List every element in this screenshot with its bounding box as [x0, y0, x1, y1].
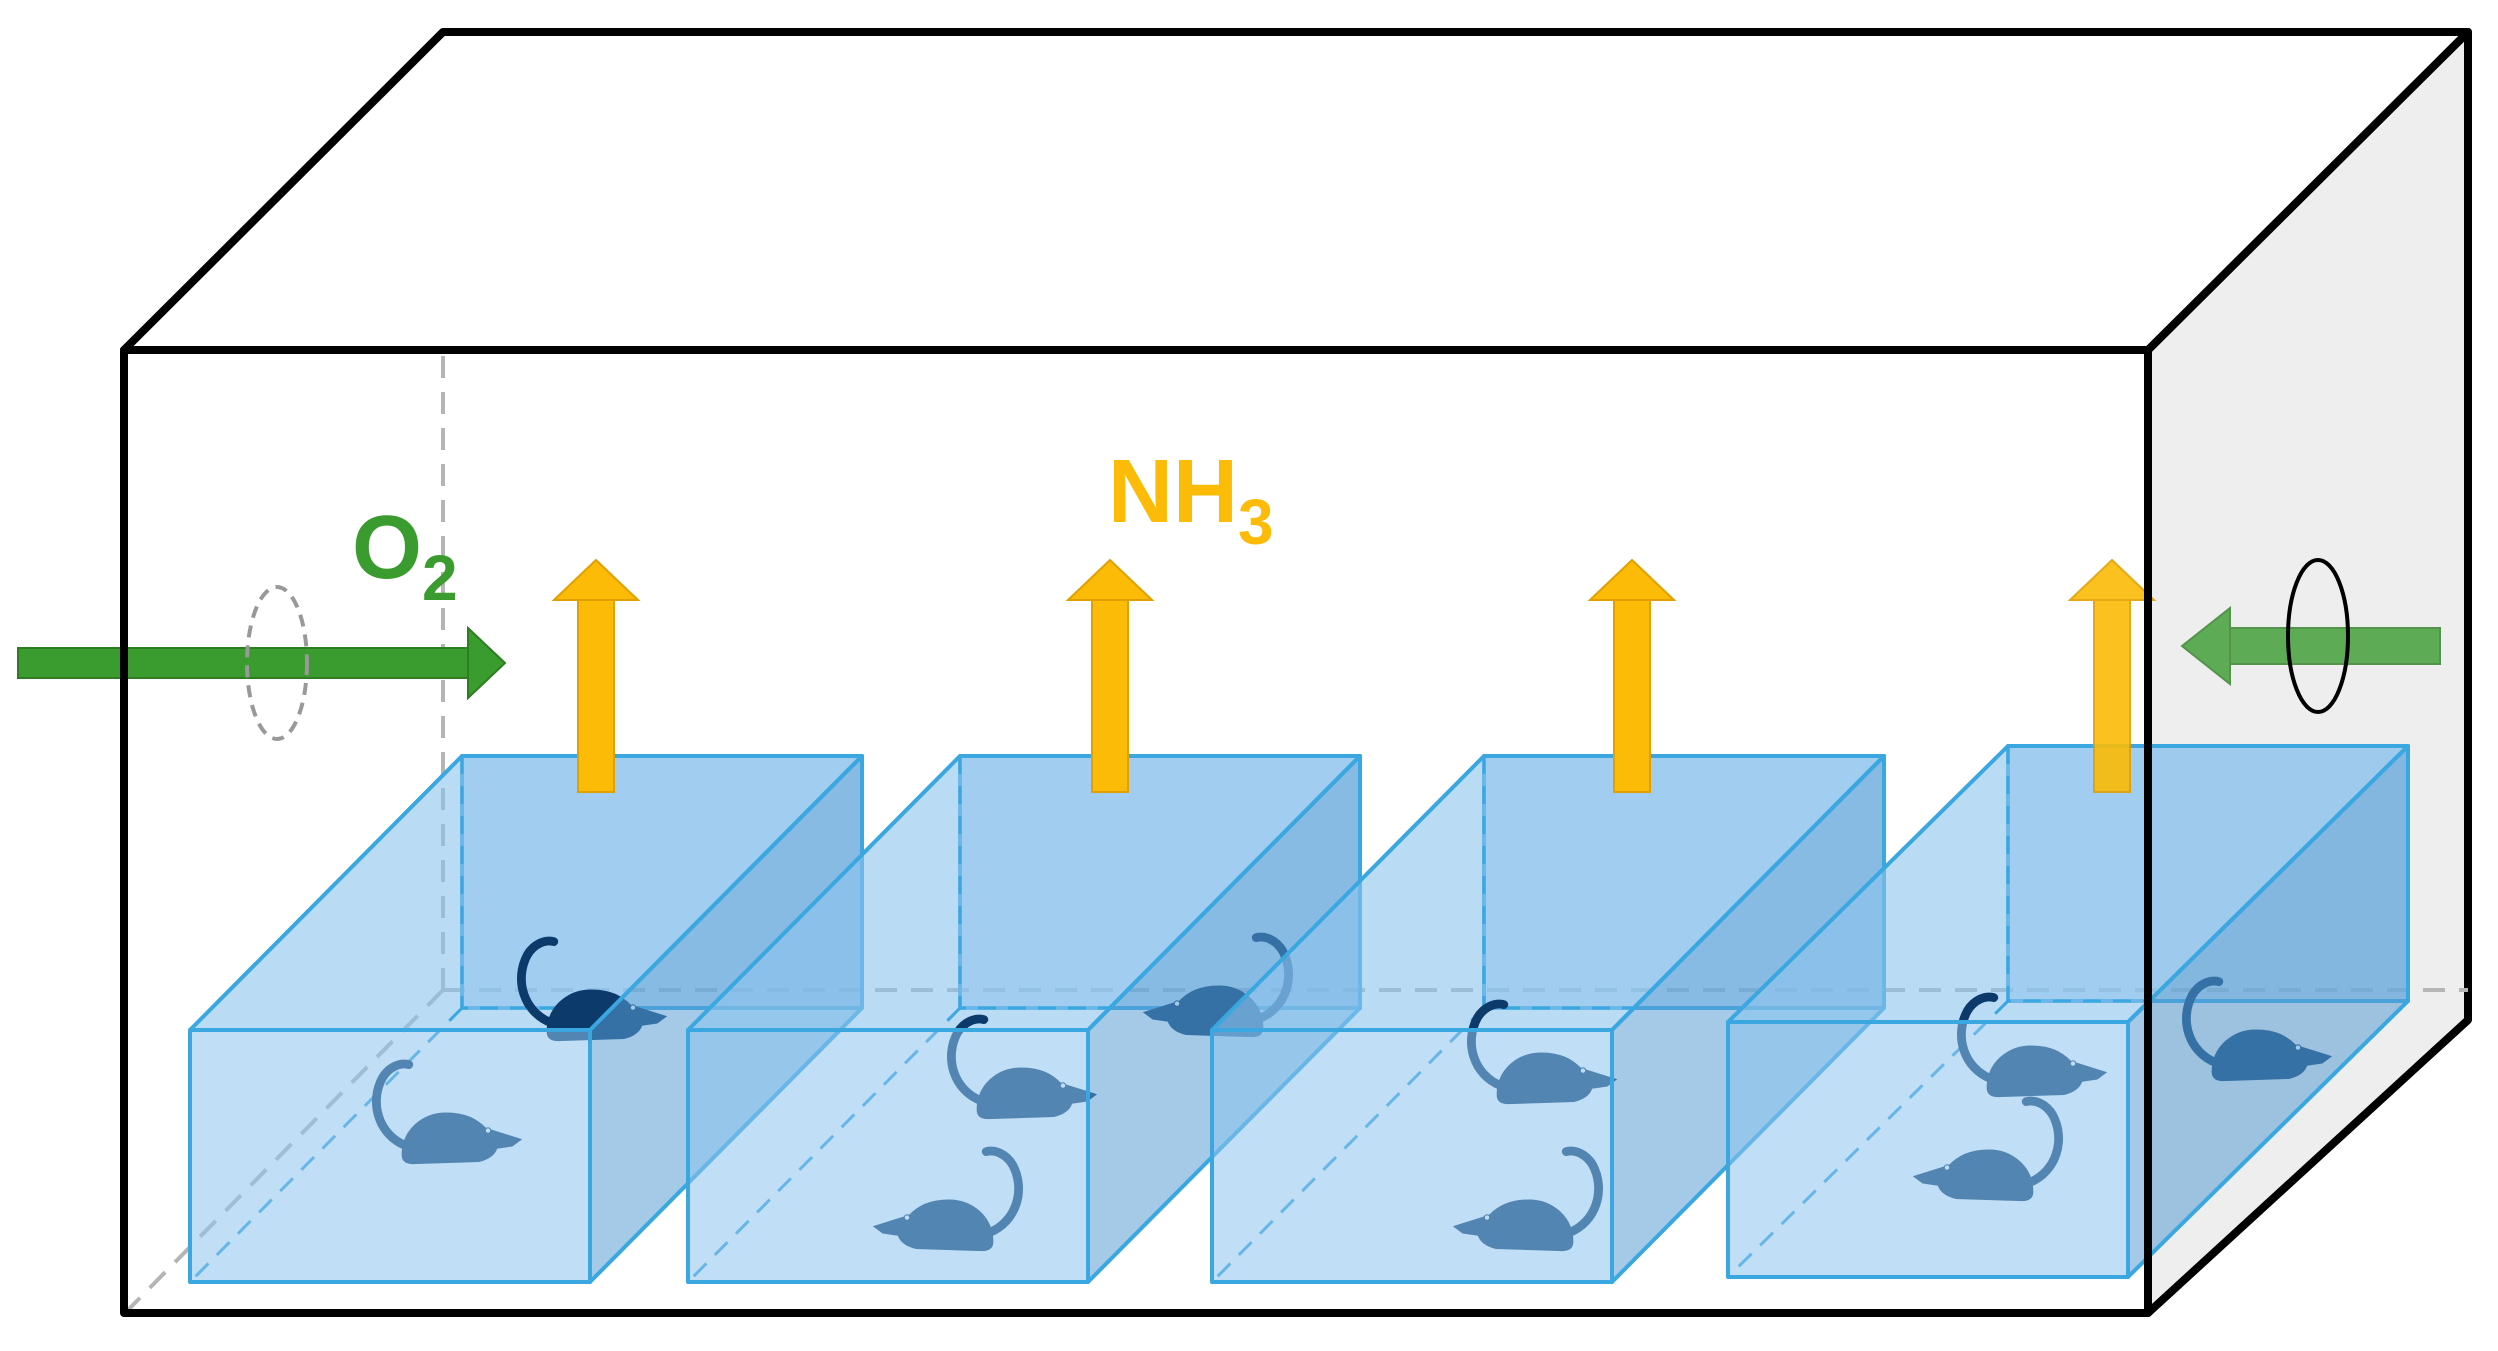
oxygen-label: O2 — [352, 498, 458, 614]
oxygen-inflow-arrow — [17, 585, 507, 741]
ammonia-label-subscript: 3 — [1238, 486, 1274, 558]
arrow-up-icon — [2067, 558, 2157, 793]
cage-front-face — [1210, 1028, 1614, 1284]
ammonia-label: NH3 — [1108, 442, 1274, 558]
fan-ring-icon — [2286, 558, 2350, 714]
oxygen-label-main: O — [352, 498, 422, 598]
cage-side-face — [2126, 744, 2410, 1279]
cage — [1726, 744, 2410, 1279]
arrow-up-icon — [1587, 558, 1677, 793]
ammonia-label-main: NH — [1108, 442, 1238, 542]
arrow-up-icon — [1065, 558, 1155, 793]
chamber-top-face — [120, 28, 2472, 354]
right-inflow-arrow — [2180, 605, 2441, 687]
oxygen-label-subscript: 2 — [422, 542, 458, 614]
cage-front-face — [188, 1028, 592, 1284]
ammonia-emission-arrows — [551, 558, 2157, 793]
cage-row — [188, 744, 2410, 1284]
cage-front-face — [686, 1028, 1090, 1284]
cage-front-face — [1726, 1020, 2130, 1279]
arrow-up-icon — [551, 558, 641, 793]
fan-ring-icon — [245, 585, 309, 741]
chamber-front-face — [120, 346, 2152, 1317]
